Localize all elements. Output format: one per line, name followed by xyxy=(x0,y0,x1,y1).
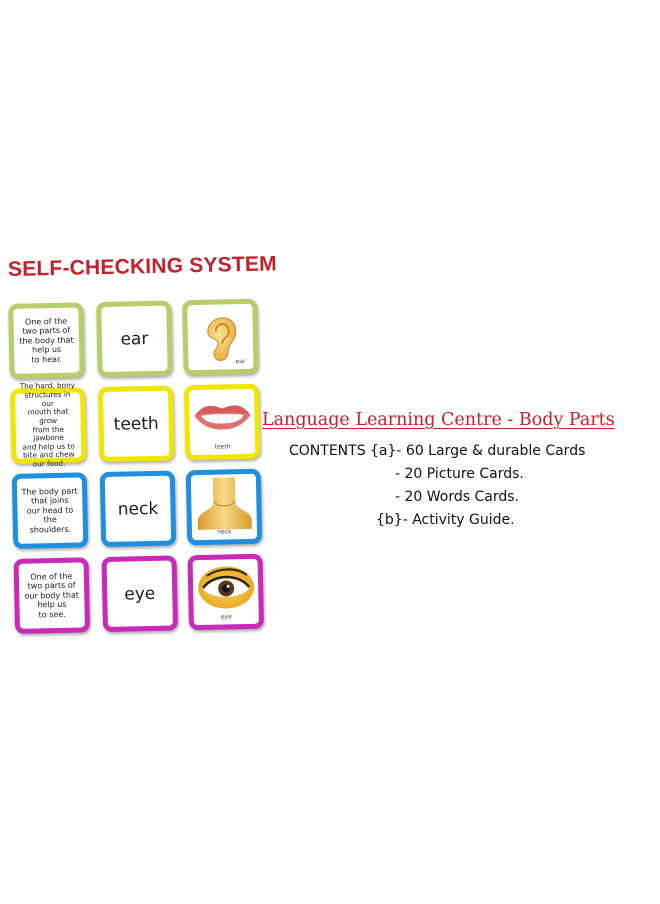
card-description: The hard, bony structures in our mouth t… xyxy=(19,381,76,469)
activity-guide-line: {b}- Activity Guide. xyxy=(376,512,515,528)
lips-teeth-icon xyxy=(194,404,251,429)
card-word: ear xyxy=(120,328,149,350)
picture-card-teeth: teeth xyxy=(183,383,261,461)
self-checking-heading: SELF-CHECKING SYSTEM xyxy=(7,252,278,281)
word-card-eye: eye xyxy=(101,555,179,633)
picture-card-ear: ear xyxy=(182,298,259,376)
word-card-neck: neck xyxy=(99,470,177,548)
picture-cards-line: - 20 Picture Cards. xyxy=(395,466,524,482)
contents-line: CONTENTS {a}- 60 Large & durable Cards xyxy=(289,443,586,459)
word-card-teeth: teeth xyxy=(97,385,175,463)
word-cards-line: - 20 Words Cards. xyxy=(395,489,519,505)
card-word: teeth xyxy=(113,413,159,435)
description-card-neck: The body part that joins our head to the… xyxy=(11,472,89,549)
picture-card-neck: neck xyxy=(185,468,263,546)
card-word: neck xyxy=(117,498,159,520)
picture-card-eye: eye xyxy=(187,553,265,631)
card-word: eye xyxy=(124,583,156,605)
picture-label: eye xyxy=(220,613,232,621)
neck-icon xyxy=(197,476,252,530)
card-description: One of the two parts of our body that he… xyxy=(24,571,80,620)
picture-label: teeth xyxy=(214,443,231,451)
product-title: Language Learning Centre - Body Parts xyxy=(262,410,615,430)
picture-label: ear xyxy=(235,358,246,366)
word-card-ear: ear xyxy=(96,300,173,378)
picture-label: neck xyxy=(217,528,232,536)
card-description: One of the two parts of the body that he… xyxy=(19,316,74,365)
eye-icon xyxy=(197,565,254,608)
card-description: The body part that joins our head to the… xyxy=(21,486,78,535)
ear-icon xyxy=(206,316,236,361)
description-card-teeth: The hard, bony structures in our mouth t… xyxy=(9,381,87,468)
description-card-eye: One of the two parts of our body that he… xyxy=(13,557,91,634)
description-card-ear: One of the two parts of the body that he… xyxy=(8,302,85,379)
card-grid: One of the two parts of the body that he… xyxy=(6,290,283,646)
